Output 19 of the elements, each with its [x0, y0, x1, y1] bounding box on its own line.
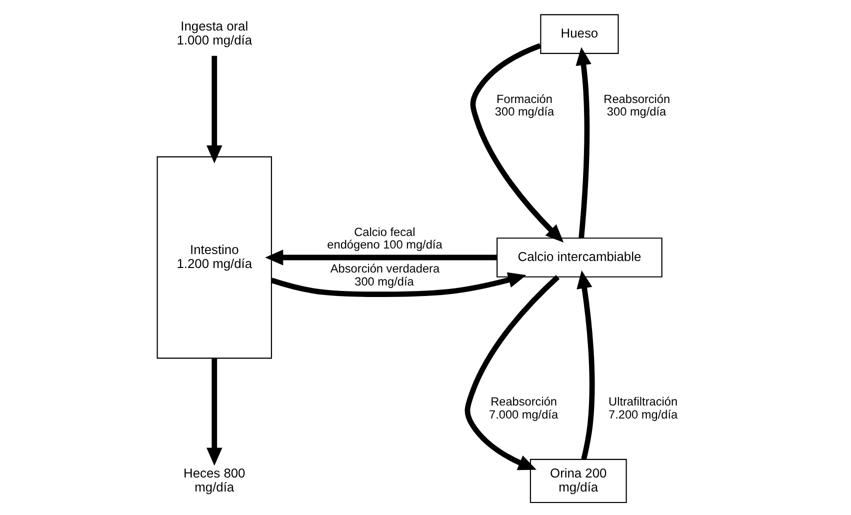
- edge-label: Ultrafiltración 7.200 mg/día: [608, 394, 678, 422]
- node-text: Ingesta oral 1.000 mg/día: [176, 18, 252, 48]
- edge-label: Reabsorción 7.000 mg/día: [488, 394, 558, 422]
- edge-label: Calcio fecal endógeno 100 mg/día: [326, 224, 442, 252]
- arrow: [576, 270, 594, 460]
- arrow: [264, 250, 496, 266]
- edge-label: Absorción verdadera 300 mg/día: [330, 261, 440, 288]
- arrow: [464, 274, 560, 470]
- edge-label: Reabsorción 300 mg/día: [603, 92, 670, 119]
- arrow: [575, 47, 591, 238]
- node-box: Hueso: [540, 14, 618, 54]
- arrow: [470, 43, 564, 243]
- node-box: Intestino 1.200 mg/día: [156, 156, 272, 359]
- node-text: Heces 800 mg/día: [183, 465, 245, 494]
- edge-label: Formación 300 mg/día: [494, 92, 554, 119]
- node-box: Calcio intercambiable: [496, 238, 662, 278]
- arrow: [206, 56, 222, 164]
- node-box: Orina 200 mg/día: [529, 458, 626, 504]
- arrow: [206, 358, 222, 466]
